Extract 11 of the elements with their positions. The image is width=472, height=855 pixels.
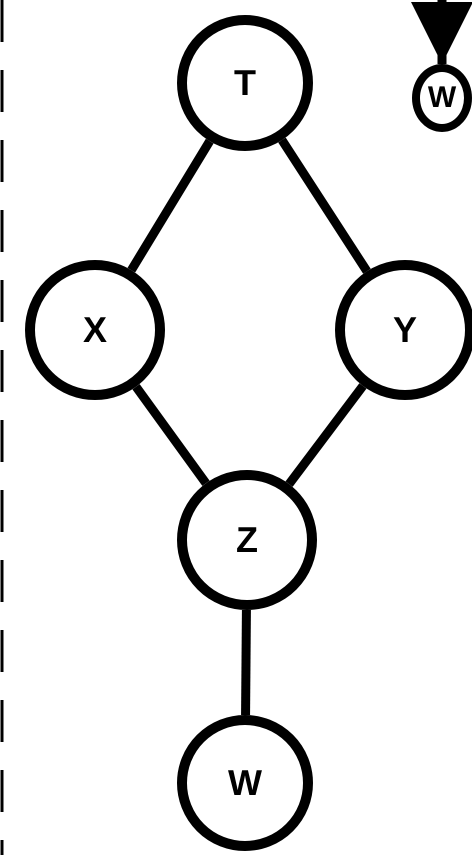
connector-line [285, 383, 367, 487]
connector-line [127, 138, 214, 272]
node-label: Z [236, 522, 258, 558]
connector-line [411, 0, 472, 64]
node-label: W [428, 83, 456, 113]
node-label: X [82, 312, 107, 348]
node-label: T [234, 65, 256, 101]
connector-line [241, 610, 251, 716]
connector-line [278, 138, 371, 274]
node-label: Y [392, 312, 417, 348]
node-label: W [228, 765, 262, 801]
